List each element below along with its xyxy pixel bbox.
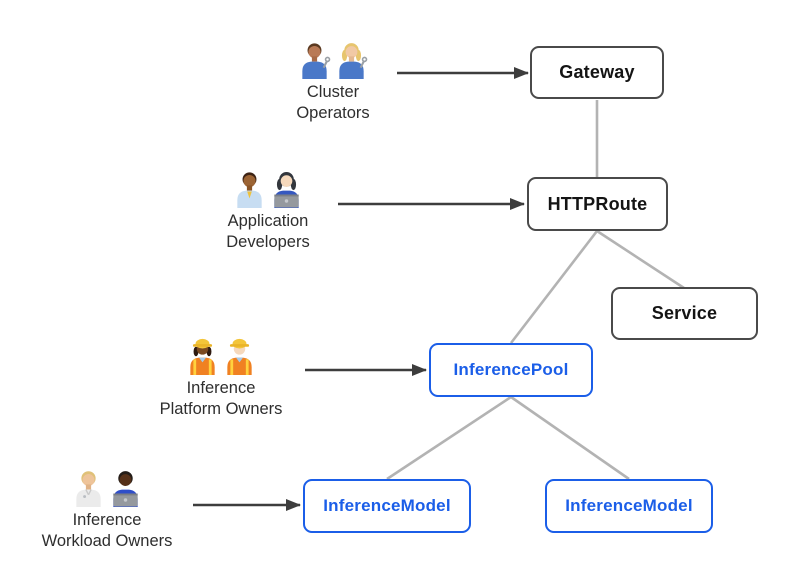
node-gateway: Gateway xyxy=(530,46,664,99)
persona-cluster-operators-label: Cluster Operators xyxy=(296,83,370,122)
persona-application-developers: Application Developers xyxy=(188,167,348,253)
man-mechanic-icon xyxy=(302,43,331,79)
man-technologist-icon xyxy=(113,471,138,507)
node-httproute: HTTPRoute xyxy=(527,177,668,231)
persona-inference-platform-owners-icons xyxy=(141,334,301,376)
node-gateway-label: Gateway xyxy=(559,62,635,82)
man-construction-worker-icon xyxy=(227,338,252,375)
node-httproute-label: HTTPRoute xyxy=(547,193,648,214)
node-service-label: Service xyxy=(651,303,718,323)
persona-application-developers-label: Application Developers xyxy=(226,212,310,251)
node-inferencemodel-right-label: InferenceModel xyxy=(565,496,693,515)
node-inferencemodel-left-label: InferenceModel xyxy=(323,496,451,515)
woman-construction-worker-icon xyxy=(190,338,215,375)
persona-cluster-operators-icons xyxy=(253,38,413,80)
node-inferencepool: InferencePool xyxy=(429,343,593,397)
edge-inferencepool-inferencemodel-right xyxy=(510,395,630,481)
node-inferencemodel-left: InferenceModel xyxy=(303,479,471,533)
man-office-worker-icon xyxy=(237,172,262,208)
edge-inferencepool-inferencemodel-left xyxy=(386,395,512,481)
persona-inference-platform-owners-label: Inference Platform Owners xyxy=(159,379,283,418)
node-inferencepool-label: InferencePool xyxy=(453,360,569,379)
node-inferencemodel-right: InferenceModel xyxy=(545,479,713,533)
persona-application-developers-icons xyxy=(188,167,348,209)
woman-technologist-icon xyxy=(274,172,299,208)
node-service: Service xyxy=(611,287,758,340)
edge-httproute-inferencepool xyxy=(509,230,599,344)
persona-inference-platform-owners: Inference Platform Owners xyxy=(141,334,301,420)
edge-httproute-service xyxy=(596,229,685,290)
persona-cluster-operators: Cluster Operators xyxy=(253,38,413,124)
persona-inference-workload-owners: Inference Workload Owners xyxy=(27,466,187,552)
persona-inference-workload-owners-icons xyxy=(27,466,187,508)
woman-mechanic-icon xyxy=(339,43,368,79)
persona-inference-workload-owners-label: Inference Workload Owners xyxy=(41,511,173,550)
health-worker-icon xyxy=(76,471,101,507)
